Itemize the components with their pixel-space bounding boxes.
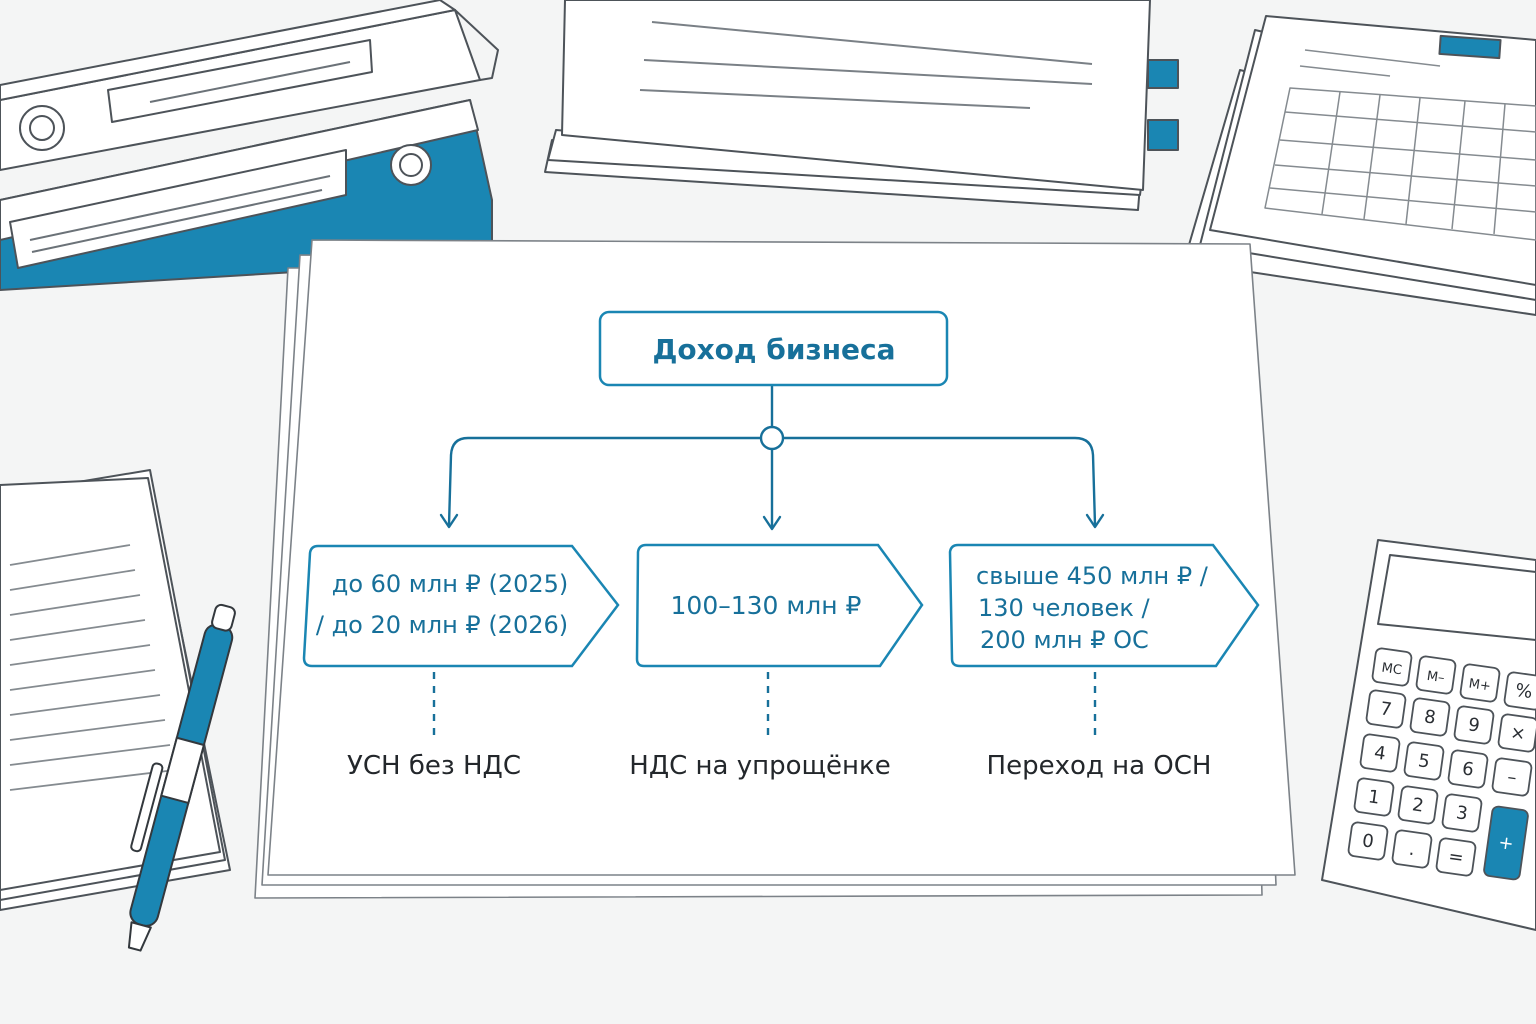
calculator-key [1441, 793, 1483, 833]
calculator-key [1391, 829, 1433, 869]
calculator-key [1371, 647, 1413, 687]
calculator-key-label: = [1447, 846, 1465, 869]
branch-connector-left [447, 436, 763, 527]
branch-2-condition-line-1: 100–130 млн ₽ [671, 591, 862, 620]
diagram-connectors [439, 382, 1105, 531]
calculator-key [1403, 741, 1445, 781]
root-node-label: Доход бизнеса [652, 333, 895, 366]
calculator-key-label: × [1509, 722, 1527, 745]
calculator-key-label: 6 [1461, 758, 1475, 780]
calculator-key-label: 2 [1411, 794, 1425, 816]
branch-node-1: до 60 млн ₽ (2025) / до 20 млн ₽ (2026) [302, 544, 620, 668]
junction-node [759, 425, 785, 451]
calculator-key [1359, 733, 1401, 773]
calculator-key-label: M– [1426, 669, 1446, 686]
root-node: Доход бизнеса [598, 310, 949, 387]
calculator-key-label: 8 [1423, 706, 1437, 728]
branch-1-condition-line-1: до 60 млн ₽ (2025) [332, 570, 569, 598]
calculator-key [1397, 785, 1439, 825]
branch-1-condition-line-2: / до 20 млн ₽ (2026) [316, 611, 568, 639]
calculator-key [1491, 757, 1533, 797]
calculator-key-label: 0 [1361, 830, 1375, 852]
calculator-key [1447, 749, 1489, 789]
calculator-keypad: MC M– M+% 7 8 9 × 4 5 6 – 1 2 3 0. = + [1347, 647, 1536, 881]
calculator-key-label: 5 [1417, 750, 1431, 772]
outcome-connectors [432, 672, 1097, 738]
calculator-key [1503, 671, 1536, 711]
branch-node-2: 100–130 млн ₽ [635, 543, 924, 668]
calculator-key-label: + [1497, 832, 1515, 855]
calculator-key [1415, 655, 1457, 695]
calculator-key-label: . [1408, 839, 1417, 861]
pen-icon [127, 603, 236, 952]
outcome-label-2: НДС на упрощёнке [629, 751, 890, 781]
calculator-key-label: 7 [1379, 698, 1393, 720]
calculator-key [1409, 697, 1451, 737]
calculator-key-label: 3 [1455, 802, 1469, 824]
calculator-key-label: MC [1381, 661, 1403, 679]
branch-3-condition-line-2: 130 человек / [978, 594, 1150, 622]
calculator-key-label: 4 [1373, 742, 1387, 764]
calculator-key [1353, 777, 1395, 817]
calculator-key-label: 1 [1367, 786, 1381, 808]
branch-node-3: свыше 450 млн ₽ / 130 человек / 200 млн … [948, 543, 1260, 668]
outcome-label-1: УСН без НДС [347, 751, 521, 781]
arrow-head-left [439, 513, 459, 529]
arrow-head-right [1085, 513, 1105, 529]
arrow-head-center [762, 515, 782, 531]
calculator-key-label: 9 [1467, 714, 1481, 736]
calculator-key [1453, 705, 1495, 745]
branch-3-condition-line-3: 200 млн ₽ ОС [980, 626, 1149, 654]
document-stack-icon [544, 0, 1179, 211]
spreadsheet-icon [1183, 15, 1536, 316]
branch-3-condition-line-1: свыше 450 млн ₽ / [976, 562, 1209, 590]
calculator-key [1365, 689, 1407, 729]
calculator-key [1483, 805, 1529, 881]
calculator-key [1435, 837, 1477, 877]
branch-connector-right [781, 436, 1097, 527]
calculator-key-label: – [1506, 766, 1518, 788]
calculator-key-label: M+ [1468, 677, 1492, 695]
calculator-key [1347, 821, 1389, 861]
calculator-key-label: % [1514, 680, 1534, 703]
calculator-key [1459, 663, 1501, 703]
outcome-label-3: Переход на ОСН [987, 751, 1212, 781]
